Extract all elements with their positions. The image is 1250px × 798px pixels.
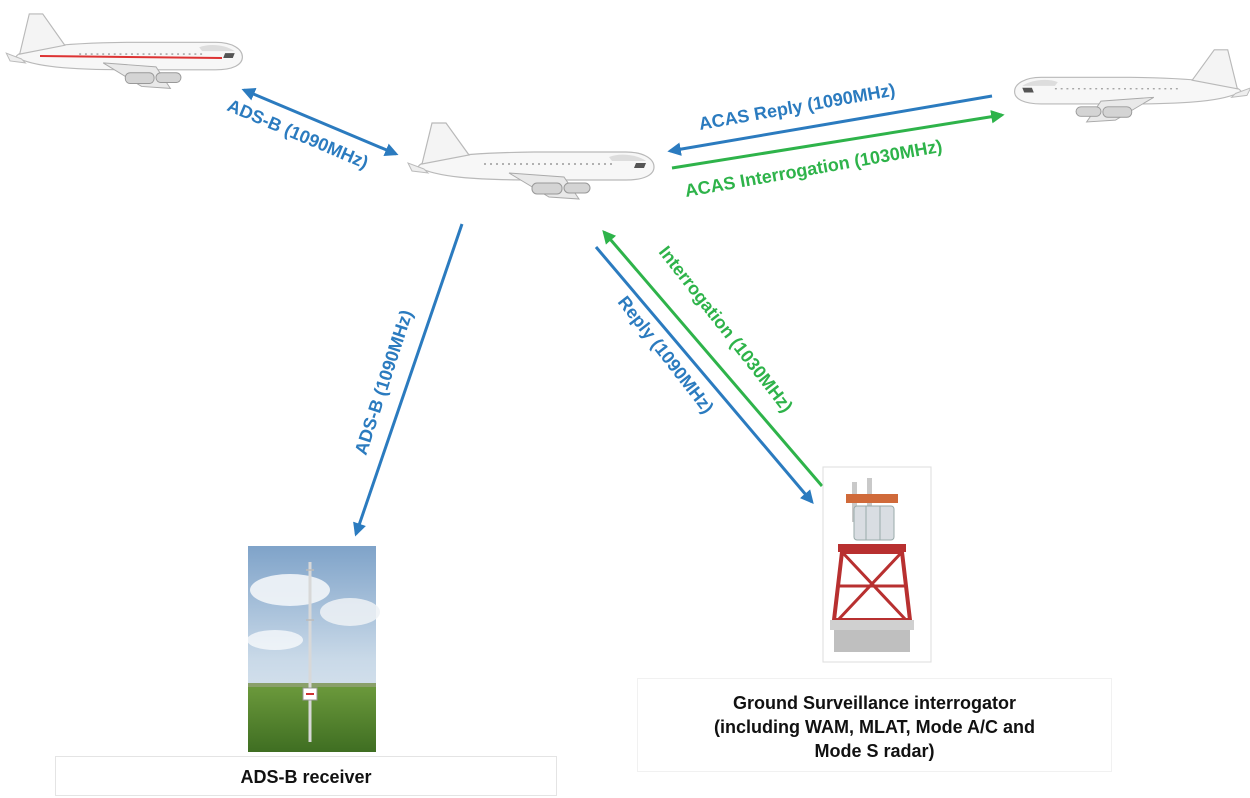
aircraft-icon [407, 122, 655, 200]
aircraft-icon [5, 13, 244, 90]
aircraft-livery-stripe [39, 55, 223, 59]
adsb-air-to-air-arrow [241, 87, 399, 157]
acas-reply-label: ACAS Reply (1090MHz) [697, 80, 897, 134]
caption-line: Ground Surveillance interrogator [732, 693, 1017, 713]
caption-line: ADS-B receiver [240, 767, 372, 787]
ground-interrogation-label: Interrogation (1030MHz) [655, 242, 797, 416]
adsb-receiver-photo [247, 546, 380, 752]
acas-interrogation-arrow [671, 110, 1005, 170]
ground-interrogator-caption: Ground Surveillance interrogator (includ… [637, 678, 1112, 772]
aircraft-icon [1013, 49, 1250, 123]
ground-interrogation-arrow [602, 229, 824, 487]
caption-line: (including WAM, MLAT, Mode A/C and [714, 717, 1035, 737]
caption-line: Mode S radar) [814, 741, 935, 761]
adsb-to-ground-arrow [353, 223, 464, 537]
ground-reply-arrow [594, 246, 814, 505]
acas-reply-arrow [667, 94, 993, 156]
aircraft-top-left [5, 13, 244, 90]
adsb-receiver-caption: ADS-B receiver [55, 756, 557, 796]
ground-radar-tower-image [822, 466, 932, 663]
